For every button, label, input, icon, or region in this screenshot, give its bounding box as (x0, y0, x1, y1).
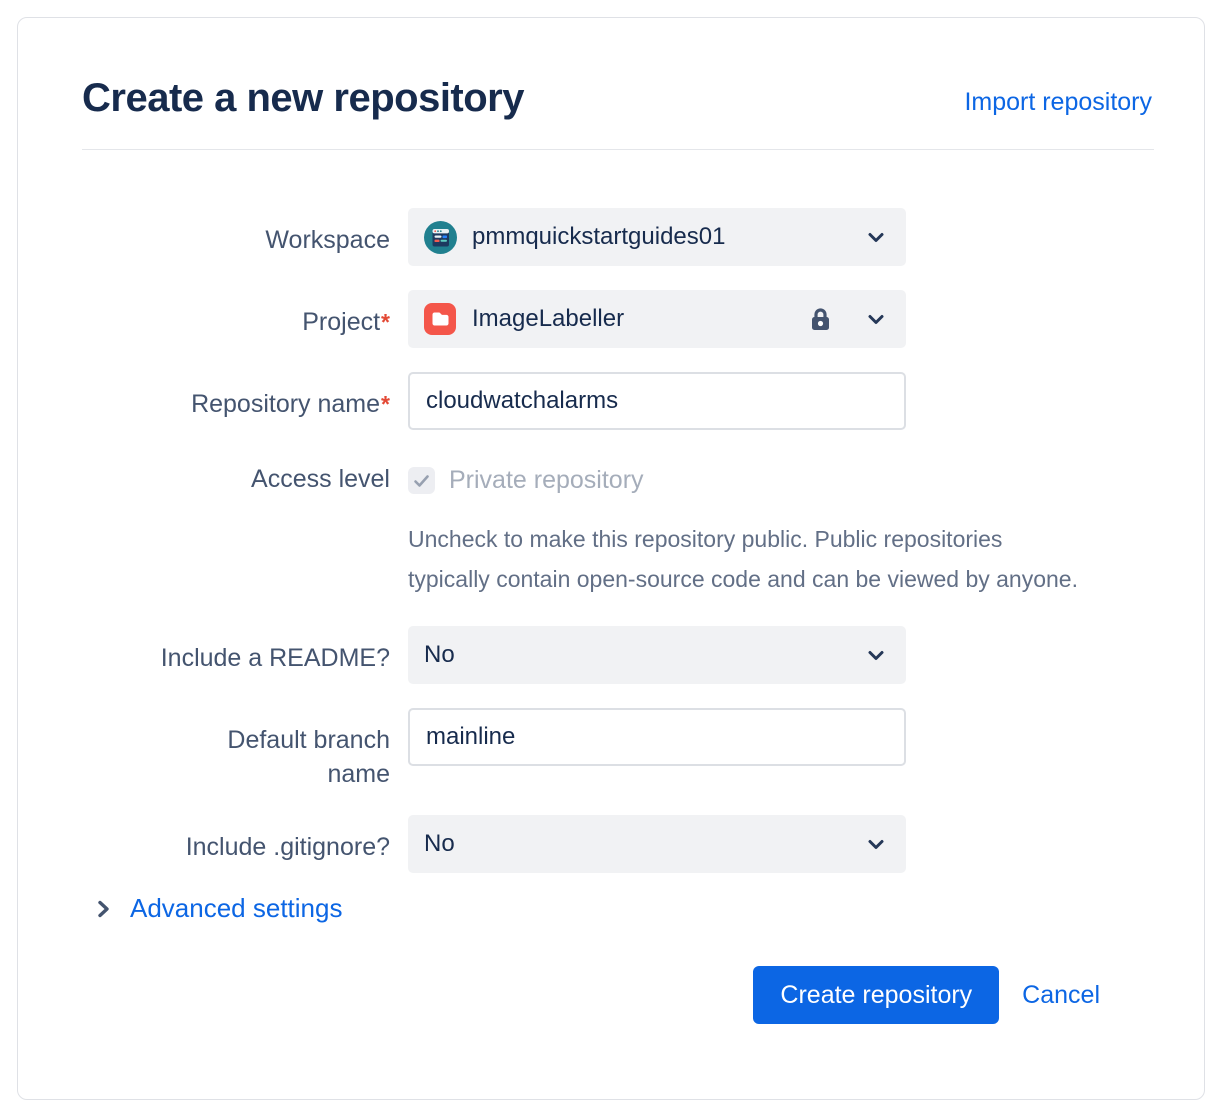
create-repository-form: Workspace pmmquickstartguides01 (82, 208, 1154, 1024)
page-title: Create a new repository (82, 76, 525, 120)
private-repository-checkbox[interactable] (408, 467, 435, 494)
form-row-include-readme: Include a README? No (82, 626, 1154, 684)
chevron-down-icon (868, 651, 884, 660)
required-asterisk: * (381, 309, 390, 335)
access-level-label: Access level (251, 465, 390, 493)
cancel-button[interactable]: Cancel (1022, 980, 1100, 1009)
form-row-include-gitignore: Include .gitignore? No (82, 815, 1154, 873)
include-gitignore-label: Include .gitignore? (185, 833, 390, 861)
include-readme-label: Include a README? (160, 644, 390, 672)
private-repository-label: Private repository (449, 466, 644, 494)
required-asterisk: * (381, 391, 390, 417)
repository-name-label: Repository name* (191, 390, 390, 418)
create-repository-button[interactable]: Create repository (753, 966, 1000, 1024)
include-readme-select[interactable]: No (408, 626, 906, 684)
include-gitignore-select[interactable]: No (408, 815, 906, 873)
chevron-down-icon (868, 315, 884, 324)
access-level-help-text: Uncheck to make this repository public. … (408, 526, 1078, 592)
form-row-workspace: Workspace pmmquickstartguides01 (82, 208, 1154, 266)
workspace-avatar-icon (424, 220, 457, 254)
lock-icon (812, 307, 829, 330)
include-gitignore-value: No (424, 830, 455, 857)
form-row-repository-name: Repository name* (82, 372, 1154, 430)
create-repository-dialog: Create a new repository Import repositor… (17, 17, 1205, 1100)
workspace-label: Workspace (265, 226, 390, 254)
dialog-header: Create a new repository Import repositor… (82, 76, 1154, 121)
default-branch-input[interactable] (408, 708, 906, 766)
advanced-settings-toggle[interactable]: Advanced settings (92, 893, 1154, 924)
include-readme-value: No (424, 641, 455, 668)
chevron-down-icon (868, 233, 884, 242)
checkmark-icon (414, 475, 429, 487)
workspace-select[interactable]: pmmquickstartguides01 (408, 208, 906, 266)
chevron-right-icon (98, 900, 109, 917)
project-folder-icon (424, 303, 456, 335)
private-repository-option: Private repository (408, 454, 1154, 495)
advanced-settings-label: Advanced settings (130, 893, 343, 923)
import-repository-link[interactable]: Import repository (964, 88, 1152, 116)
chevron-down-icon (868, 840, 884, 849)
form-row-project: Project* ImageLabeller (82, 290, 1154, 348)
header-divider (82, 149, 1154, 150)
repository-name-input[interactable] (408, 372, 906, 430)
form-row-default-branch: Default branch name (82, 708, 1154, 791)
project-value: ImageLabeller (472, 305, 625, 332)
project-label: Project* (302, 308, 390, 336)
workspace-value: pmmquickstartguides01 (472, 223, 726, 250)
form-row-access-level: Access level Private repository Uncheck … (82, 454, 1154, 603)
project-select[interactable]: ImageLabeller (408, 290, 906, 348)
default-branch-label: Default branch name (227, 726, 390, 788)
dialog-actions: Create repository Cancel (82, 966, 1154, 1024)
